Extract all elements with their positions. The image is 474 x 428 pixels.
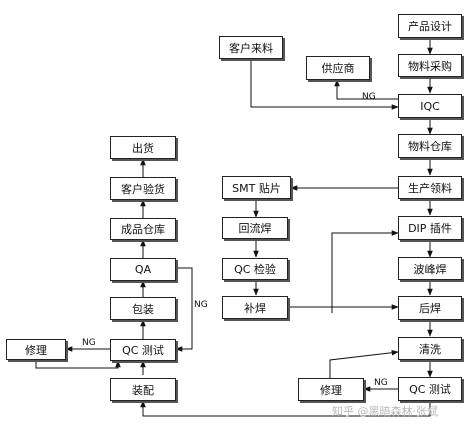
node-production-picking: 生产领料 (398, 176, 462, 199)
node-material-purchase: 物料采购 (398, 54, 462, 77)
edge-qctest-to-assembly (140, 400, 431, 417)
node-shipment: 出货 (110, 136, 176, 159)
node-iqc: IQC (398, 94, 462, 118)
ng-label-qa: NG (194, 300, 208, 310)
node-qc-test-left: QC 测试 (110, 339, 176, 361)
edge-repair-left-back (35, 360, 121, 369)
edge-qa-ng-loop (175, 267, 193, 352)
node-supplier: 供应商 (306, 56, 370, 80)
node-post-soldering: 后焊 (398, 296, 462, 320)
node-customer-material: 客户来料 (219, 36, 283, 59)
node-smt-placement: SMT 贴片 (222, 176, 291, 199)
edge-repair-back-to-cleaning (329, 349, 399, 378)
node-touch-up-left: 补焊 (222, 296, 288, 319)
edge-loop-to-dip (331, 230, 399, 313)
node-qc-inspection: QC 检验 (222, 258, 288, 280)
node-repair-left: 修理 (6, 339, 66, 360)
node-customer-acceptance: 客户验货 (110, 177, 176, 200)
node-qa: QA (110, 258, 176, 281)
node-wave-soldering: 波峰焊 (398, 257, 462, 280)
edge-customer-material-to-iqc (250, 59, 399, 110)
node-assembly: 装配 (110, 378, 176, 401)
node-packaging: 包装 (110, 297, 176, 320)
node-finished-warehouse: 成品仓库 (110, 218, 176, 240)
node-reflow-soldering: 回流焊 (222, 217, 288, 239)
node-product-design: 产品设计 (398, 14, 462, 38)
watermark-text: 知乎 @黑暗森林·张斌 (332, 405, 438, 418)
node-material-warehouse: 物料仓库 (398, 134, 462, 158)
ng-label-iqc: NG (362, 92, 376, 102)
node-cleaning: 清洗 (398, 337, 462, 360)
node-qc-test-right: QC 测试 (398, 377, 462, 401)
ng-label-qc-left: NG (82, 338, 96, 348)
node-dip-insertion: DIP 插件 (398, 216, 462, 240)
ng-label-qc-right: NG (374, 378, 388, 388)
edge-iqc-ng-to-supplier (334, 79, 398, 100)
node-repair-right: 修理 (298, 378, 364, 401)
